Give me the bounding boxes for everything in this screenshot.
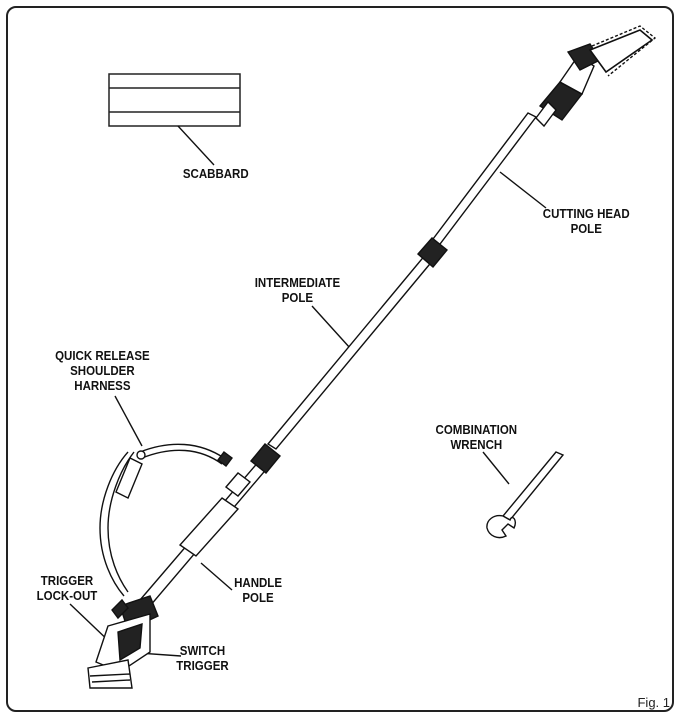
cutting-head-pole-label: CUTTING HEAD POLE bbox=[542, 207, 630, 236]
combination-wrench bbox=[486, 451, 565, 539]
combination-wrench-label: COMBINATION WRENCH bbox=[435, 423, 518, 452]
handle-grip-sleeve bbox=[178, 497, 240, 557]
telescoping-pole bbox=[138, 112, 538, 607]
switch-trigger-label: SWITCH TRIGGER bbox=[176, 644, 229, 673]
harness-clip bbox=[224, 472, 252, 497]
cutting-head-pole-leader bbox=[499, 171, 547, 209]
scabbard-label: SCABBARD bbox=[182, 167, 249, 181]
scabbard bbox=[108, 73, 241, 127]
shoulder-harness bbox=[99, 443, 233, 597]
handle-pole-leader bbox=[200, 562, 233, 591]
intermediate-pole-leader bbox=[311, 305, 351, 349]
scabbard-leader bbox=[177, 125, 215, 166]
cutting-head bbox=[535, 25, 657, 128]
figure-number: Fig. 1 bbox=[637, 695, 670, 710]
wrench-leader bbox=[482, 451, 510, 485]
cutting-head-pole bbox=[429, 112, 538, 249]
power-head bbox=[87, 595, 159, 689]
trigger-lockout-label: TRIGGER LOCK-OUT bbox=[36, 574, 98, 603]
shoulder-harness-label: QUICK RELEASE SHOULDER HARNESS bbox=[55, 349, 150, 393]
intermediate-pole-label: INTERMEDIATE POLE bbox=[254, 276, 341, 305]
harness-leader bbox=[114, 395, 143, 447]
lower-coupler bbox=[250, 443, 281, 474]
handle-pole-label: HANDLE POLE bbox=[234, 576, 283, 605]
upper-coupler bbox=[417, 237, 448, 268]
figure-frame bbox=[6, 6, 674, 712]
